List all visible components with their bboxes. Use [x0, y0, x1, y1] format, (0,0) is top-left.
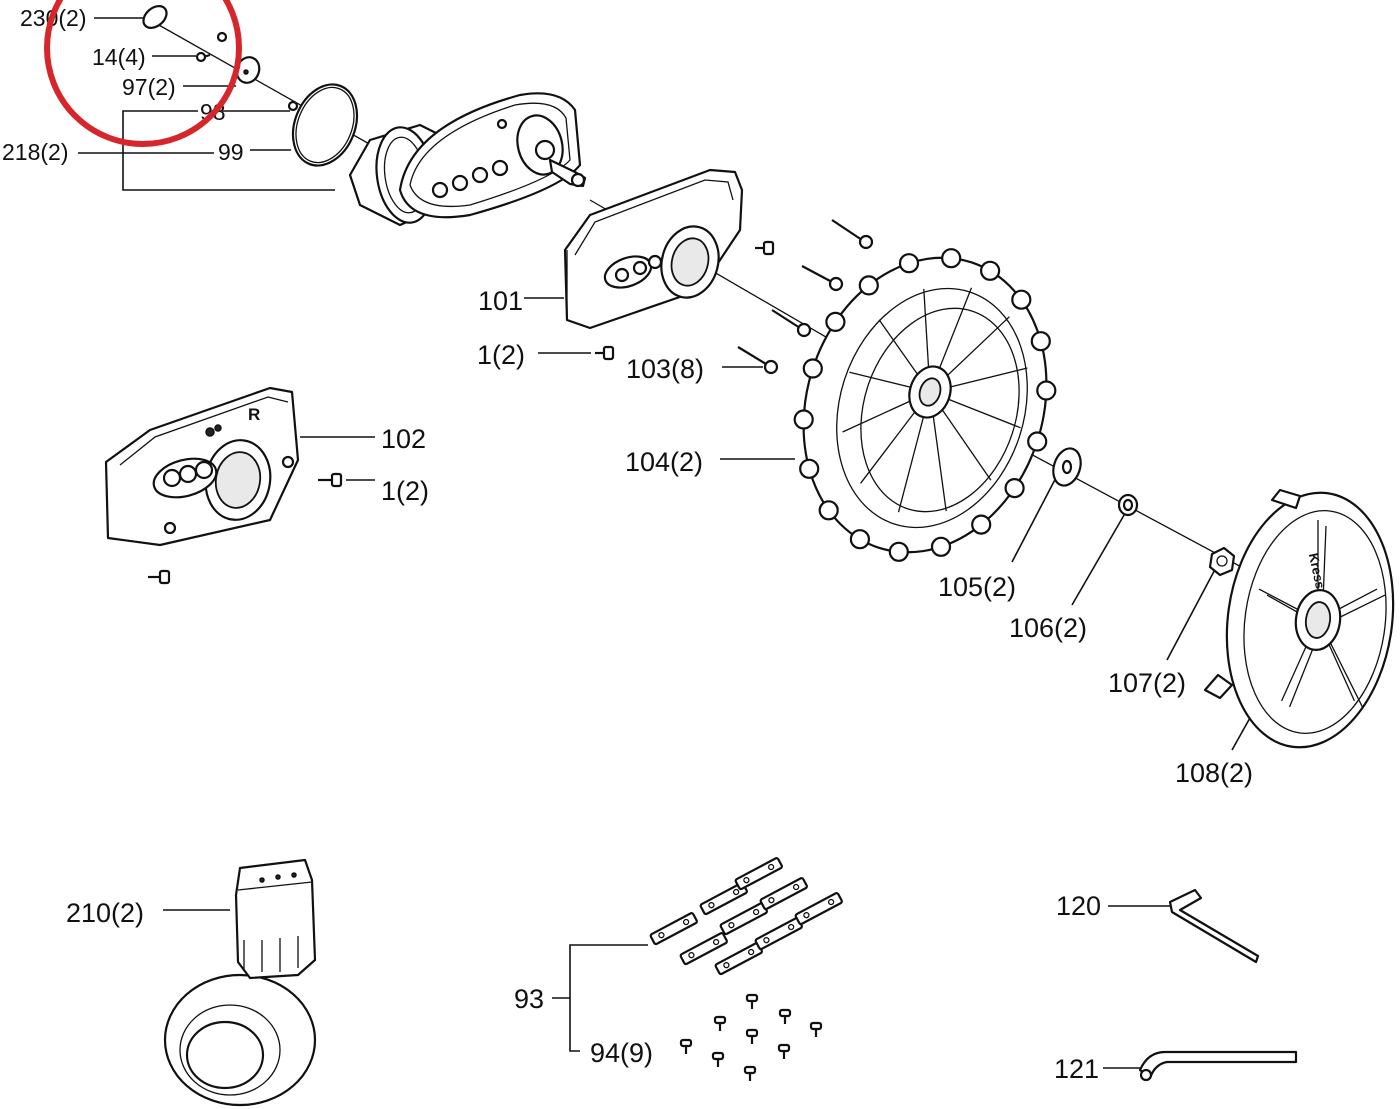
blade-screw	[809, 1021, 823, 1037]
pin-98	[287, 100, 299, 112]
blade-screw	[777, 1043, 791, 1059]
label-102: 102	[381, 424, 426, 454]
label-103: 103(8)	[626, 354, 704, 384]
blade-screw	[745, 1028, 759, 1044]
caster-wheel-210	[163, 858, 317, 1107]
blade-screw	[778, 1008, 792, 1024]
cap-disc-230	[142, 5, 168, 29]
label-97: 97(2)	[122, 74, 176, 100]
label-93: 93	[514, 984, 544, 1014]
screw-1-cover	[755, 240, 775, 256]
wheel-stud	[858, 275, 879, 296]
wheel-stud	[888, 541, 909, 562]
wheel-stud	[1004, 478, 1025, 499]
wheel-stud	[802, 358, 823, 379]
gearbox-assembly	[348, 92, 587, 227]
screw-loose-left	[148, 569, 171, 585]
leader-lines	[78, 17, 1261, 1069]
label-108: 108(2)	[1175, 758, 1253, 788]
blade	[679, 932, 728, 966]
label-105: 105(2)	[938, 572, 1016, 602]
label-1-lower: 1(2)	[381, 476, 429, 506]
wheel-stud	[898, 253, 920, 274]
wheel-stud	[1036, 380, 1057, 401]
label-99: 99	[218, 139, 244, 165]
torx-key-121	[1138, 1050, 1298, 1082]
blade	[759, 877, 808, 911]
blade	[714, 942, 763, 976]
wheel-stud	[849, 529, 871, 550]
washer-97	[235, 56, 261, 84]
label-120: 120	[1056, 891, 1101, 921]
blade-screws-94	[679, 993, 823, 1081]
cover-reverse-mark: R	[248, 405, 260, 424]
screw-14	[195, 31, 228, 63]
blades-93	[649, 857, 843, 976]
motor-cover-102: R	[104, 386, 300, 547]
bolts-103	[737, 219, 874, 375]
allen-key-120	[1168, 888, 1260, 964]
wheel-stud	[799, 458, 820, 479]
nut-107	[1208, 546, 1236, 577]
blade-screw	[713, 1015, 727, 1031]
blade	[754, 917, 803, 951]
wheel-stud	[1030, 331, 1051, 352]
blade	[719, 902, 768, 936]
screw-1-lower	[318, 472, 343, 488]
o-ring-99	[291, 83, 359, 167]
wheel-stud	[979, 260, 1001, 281]
label-1-upper: 1(2)	[477, 340, 525, 370]
wheel-stud	[793, 409, 814, 430]
part-labels: 230(2) 14(4) 97(2) 98 218(2) 99 101 1(2)…	[2, 5, 1253, 1084]
blade	[649, 912, 698, 946]
label-104: 104(2)	[625, 447, 703, 477]
blade-screw	[743, 1065, 757, 1081]
screw-1-upper	[595, 345, 615, 361]
motor-cover-101	[563, 168, 744, 330]
label-218: 218(2)	[2, 139, 68, 165]
wheel-stud	[930, 536, 952, 557]
blade-screw	[679, 1038, 693, 1054]
label-121: 121	[1054, 1054, 1099, 1084]
label-101: 101	[478, 286, 523, 316]
wheel-stud	[941, 248, 962, 269]
label-210: 210(2)	[66, 898, 144, 928]
highlight-circle	[44, 0, 242, 147]
washer-105	[1052, 447, 1082, 487]
blade-screw	[745, 993, 759, 1009]
blade	[794, 892, 843, 926]
wheel-stud	[818, 500, 839, 521]
washer-106	[1117, 493, 1139, 517]
blade	[734, 857, 783, 891]
hubcap-brand-text: Kress	[1306, 552, 1328, 590]
wheel-stud	[1011, 289, 1032, 310]
hubcap-108: Kress	[1203, 488, 1395, 749]
label-14: 14(4)	[92, 44, 146, 70]
wheel-stud	[825, 311, 846, 332]
blade-screw	[711, 1051, 725, 1067]
label-107: 107(2)	[1108, 668, 1186, 698]
drive-wheel-104	[793, 248, 1057, 562]
wheel-stud	[1027, 431, 1048, 452]
wheel-stud	[971, 514, 992, 535]
label-106: 106(2)	[1009, 613, 1087, 643]
label-94: 94(9)	[590, 1038, 653, 1068]
